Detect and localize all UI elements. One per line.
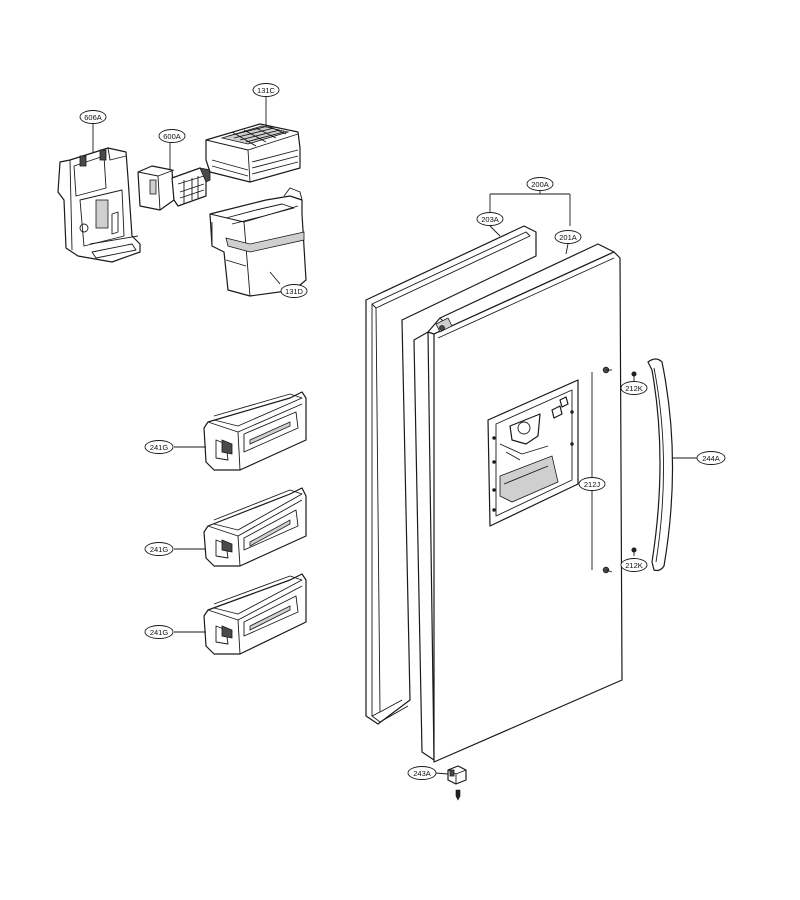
label-243A: 243A <box>413 769 431 778</box>
door-bin-241G-top <box>203 391 307 471</box>
callout-131D: 131D <box>280 284 308 298</box>
ice-maker-bracket-606A <box>57 147 141 263</box>
lower-hinge-243A <box>447 765 467 801</box>
callout-606A: 606A <box>79 110 107 124</box>
door-handle-244A <box>647 358 674 572</box>
ice-bucket-cover-131C <box>205 123 301 183</box>
handle-screw-212K-top <box>631 371 637 382</box>
label-212J: 212J <box>584 480 601 489</box>
callout-212K-top: 212K <box>620 381 648 395</box>
callout-201A: 201A <box>554 230 582 244</box>
label-606A: 606A <box>84 113 102 122</box>
callout-241G-2: 241G <box>144 542 174 556</box>
callout-131C: 131C <box>252 83 280 97</box>
label-212K-top: 212K <box>625 384 643 393</box>
callout-212K-bottom: 212K <box>620 558 648 572</box>
door-bin-241G-bottom <box>203 573 307 655</box>
label-600A: 600A <box>163 132 181 141</box>
label-241G-3: 241G <box>150 628 169 637</box>
label-131D: 131D <box>285 287 304 296</box>
leader-lines <box>92 96 697 775</box>
handle-screw-212K-bottom <box>631 547 637 556</box>
callout-241G-1: 241G <box>144 440 174 454</box>
label-131C: 131C <box>257 86 276 95</box>
label-200A: 200A <box>531 180 549 189</box>
label-212K-bottom: 212K <box>625 561 643 570</box>
callout-244A: 244A <box>696 451 726 465</box>
label-203A: 203A <box>481 215 499 224</box>
door-gasket-203A <box>365 225 537 725</box>
label-241G-2: 241G <box>150 545 169 554</box>
label-201A: 201A <box>559 233 577 242</box>
label-241G-1: 241G <box>150 443 169 452</box>
door-bin-241G-middle <box>203 487 307 567</box>
callout-243A: 243A <box>407 766 437 780</box>
callout-203A: 203A <box>476 212 504 226</box>
ice-bucket-131D <box>209 187 307 297</box>
ice-maker-module-600A <box>137 165 211 211</box>
callout-212J: 212J <box>578 477 606 491</box>
label-244A: 244A <box>702 454 720 463</box>
callout-200A: 200A <box>526 177 554 191</box>
callout-241G-3: 241G <box>144 625 174 639</box>
callout-600A: 600A <box>158 129 186 143</box>
door-assembly-201A <box>413 243 623 763</box>
